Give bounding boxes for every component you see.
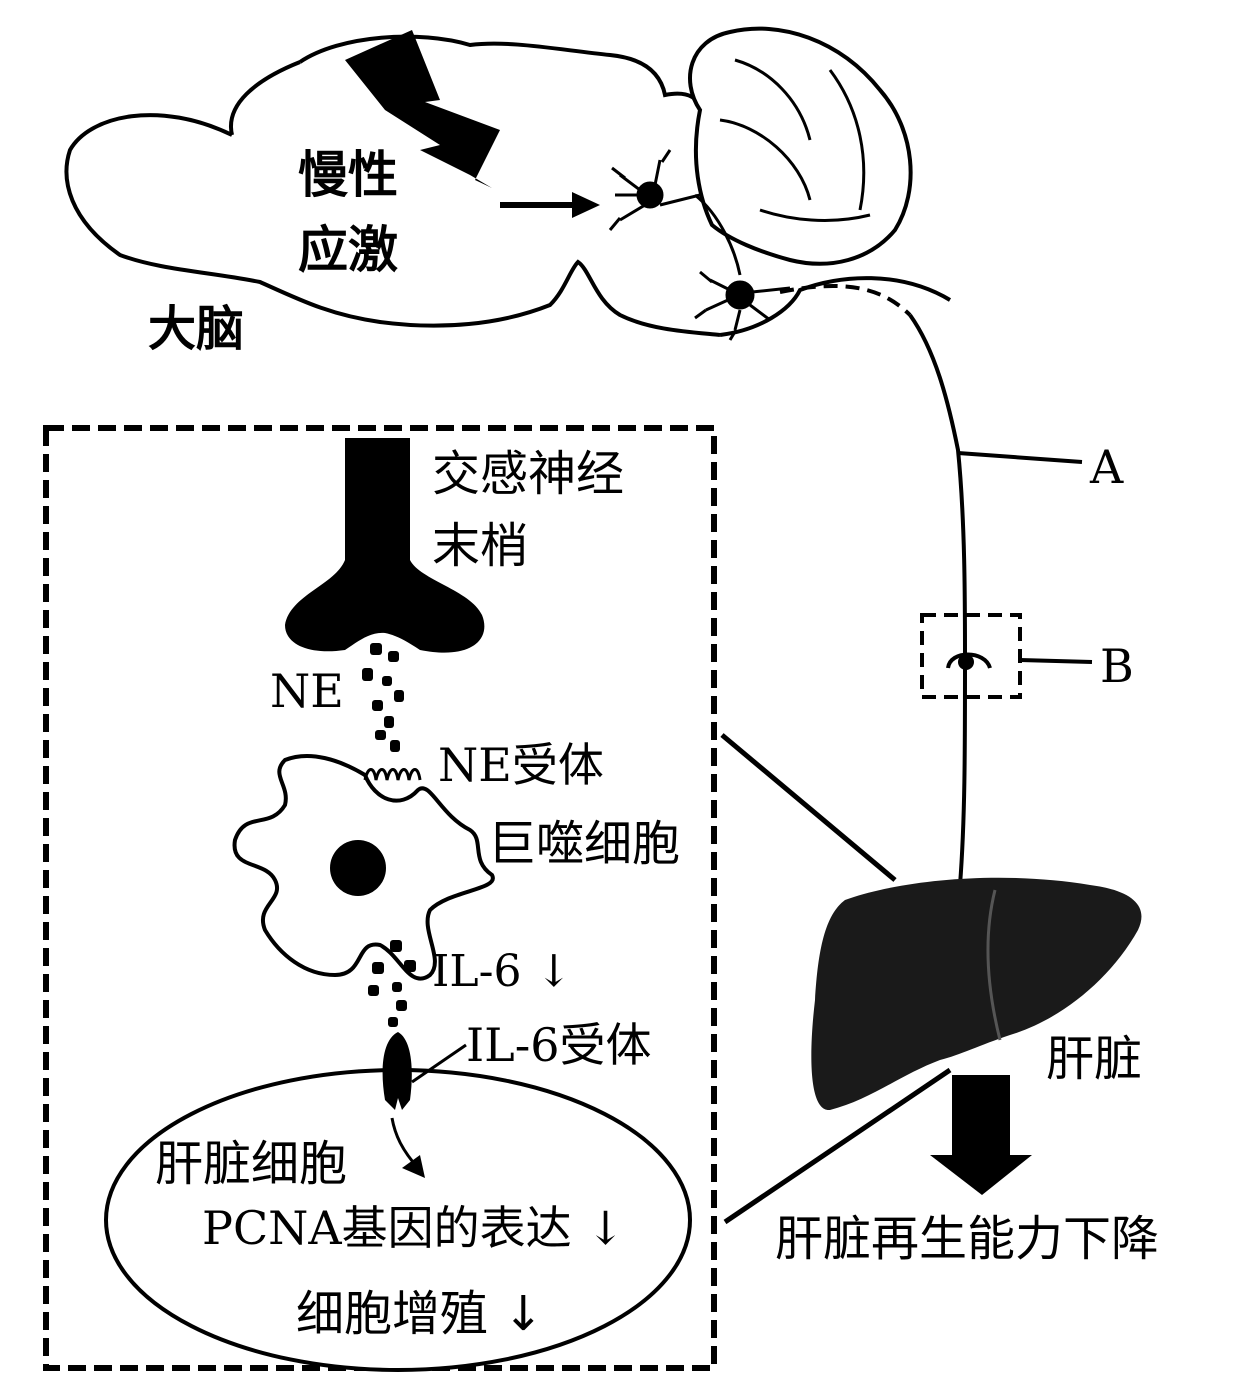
brain-label: 大脑	[148, 301, 245, 357]
hepatocyte-label: 肝脏细胞	[155, 1136, 348, 1192]
zoom-line-top	[720, 733, 897, 882]
big-arrow-shaft	[952, 1075, 1010, 1157]
il6-receptor-icon	[382, 1032, 412, 1110]
synapse-b-dot	[958, 654, 974, 670]
cerebrum-outline	[64, 34, 721, 337]
marker-a-label: A	[1090, 440, 1124, 494]
regeneration-label: 肝脏再生能力下降	[775, 1211, 1160, 1267]
synapse-box-b	[920, 613, 1022, 699]
il6-receptor-label: IL-6受体	[466, 1018, 652, 1072]
neuron-axon	[694, 193, 742, 276]
signal-arrow-head	[402, 1155, 425, 1178]
neuron-upper	[608, 149, 701, 231]
il6-label: IL-6 ↓	[432, 946, 573, 997]
liver-label: 肝脏	[1046, 1031, 1143, 1087]
ne-vesicles	[362, 643, 404, 752]
zoom-line-bottom	[723, 1067, 952, 1225]
sympathetic-label-line1: 交感神经	[432, 446, 625, 502]
ne-receptor-icon	[363, 768, 422, 781]
proliferation-label: 细胞增殖 ↓	[296, 1286, 544, 1342]
nerve-fiber	[908, 313, 967, 886]
sympathetic-terminal	[285, 438, 485, 653]
neuron-lower	[694, 270, 791, 341]
sympathetic-label-line2: 末梢	[432, 518, 529, 574]
ne-label: NE	[270, 664, 344, 718]
lightning-bolt-icon	[345, 30, 500, 188]
big-arrow-head	[930, 1155, 1032, 1195]
marker-a-line	[957, 451, 1083, 464]
liver-lobe-line	[986, 889, 1002, 1041]
macrophage-label: 巨噬细胞	[488, 816, 681, 872]
ne-receptor-label: NE受体	[438, 738, 604, 792]
marker-b-line	[1019, 658, 1093, 664]
il6-particles	[368, 940, 416, 1027]
stress-arrow-head	[572, 192, 600, 218]
stress-label-line2: 应激	[298, 221, 398, 279]
brainstem-dashed	[779, 283, 912, 317]
cerebellum-folds	[719, 58, 871, 222]
marker-b-label: B	[1100, 639, 1134, 693]
stress-label-line1: 慢性	[298, 146, 398, 204]
il6-receptor-pointer	[411, 1043, 467, 1084]
liver-shape	[811, 877, 1142, 1111]
pcna-label: PCNA基因的表达 ↓	[202, 1201, 625, 1255]
cerebellum-outline	[688, 26, 913, 266]
macrophage-nucleus	[330, 840, 386, 896]
